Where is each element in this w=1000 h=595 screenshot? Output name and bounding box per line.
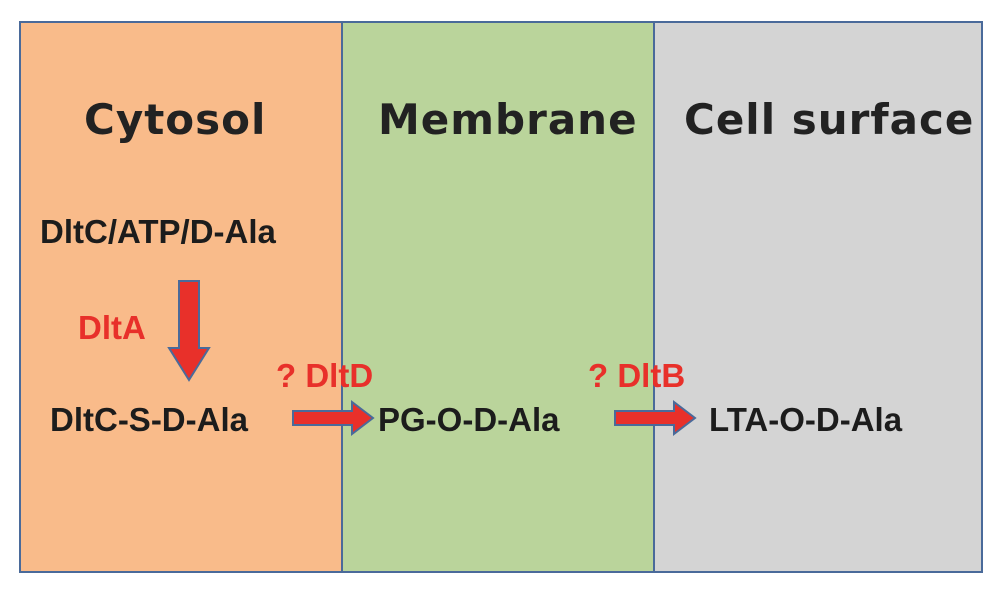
dlta-down-arrow [167,280,211,382]
membrane-panel [341,21,655,573]
dltb-enzyme-label: ? DltB [588,357,686,394]
dltd-right-arrow [292,399,375,437]
dltc-s-dala-label: DltC-S-D-Ala [50,401,248,438]
dlta-enzyme-label: DltA [78,309,146,346]
pg-o-dala-label: PG-O-D-Ala [378,401,560,438]
dltc-atp-dala-label: DltC/ATP/D-Ala [40,213,276,250]
cytosol-title: Cytosol [84,95,267,144]
dltb-right-arrow [614,399,697,437]
lta-o-dala-label: LTA-O-D-Ala [709,401,903,438]
dltd-enzyme-label: ? DltD [276,357,374,394]
membrane-title: Membrane [378,95,638,144]
cell-surface-panel [653,21,983,573]
cell-surface-title: Cell surface [684,95,975,144]
